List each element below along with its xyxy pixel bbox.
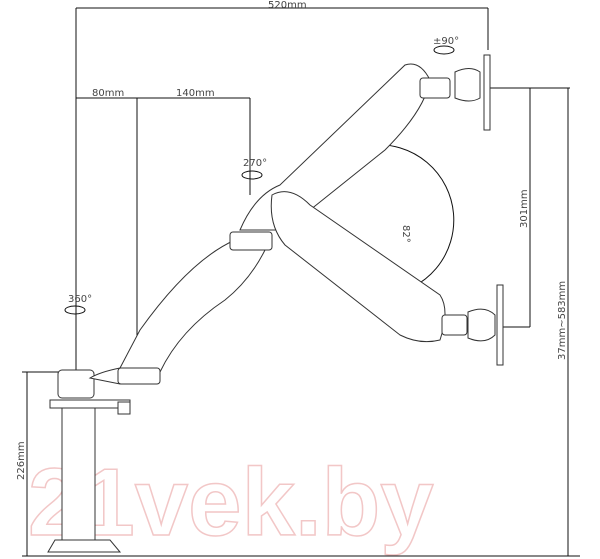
label-base-rotation: 360° [68,294,92,305]
second-arm [270,191,504,366]
label-total-reach: 520mm [268,0,307,11]
label-arm-offset: 140mm [176,88,215,99]
upper-arm [239,54,491,231]
label-pole-height: 226mm [16,441,27,480]
label-arm-angle: 82° [400,225,411,243]
label-swivel: 270° [243,158,267,169]
desk-clamp-pole [47,369,131,553]
label-pole-offset: 80mm [92,88,124,99]
lower-arm [88,231,273,385]
label-vertical-travel: 301mm [519,189,530,228]
label-height-range: 37mm~583mm [557,281,568,360]
label-tilt: ±90° [433,36,459,47]
